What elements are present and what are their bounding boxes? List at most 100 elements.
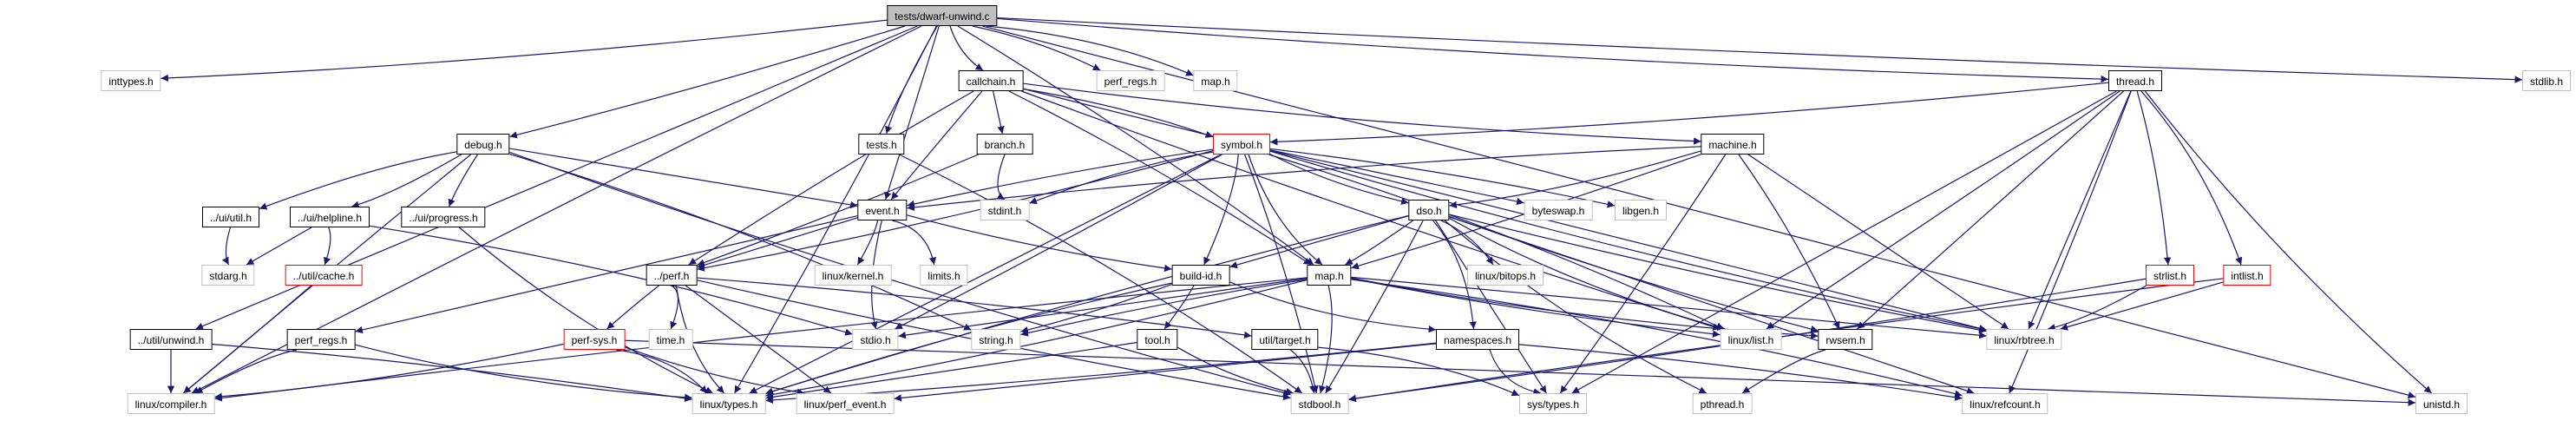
node-util-unwind[interactable]: ../util/unwind.h [129, 329, 213, 350]
node-ui-progress[interactable]: ../ui/progress.h [401, 207, 486, 227]
node-linux-rbtree[interactable]: linux/rbtree.h [1986, 329, 2062, 350]
edge-thread-to-systypes [1571, 90, 2117, 394]
edge-root-to-debug [509, 25, 906, 139]
edge-rwsem-to-pthread [1741, 349, 1826, 394]
edge-namespaces-to-types [765, 342, 1437, 404]
edge-symbol-to-perf [697, 150, 1214, 272]
node-perf[interactable]: ../perf.h [646, 265, 698, 286]
node-linux-compiler[interactable]: linux/compiler.h [127, 393, 215, 414]
node-callchain[interactable]: callchain.h [958, 70, 1024, 91]
node-tool[interactable]: tool.h [1137, 329, 1178, 350]
edge-thread-to-list [1766, 90, 2120, 330]
node-linux-list[interactable]: linux/list.h [1720, 329, 1782, 350]
edge-map2-to-rwsem [1351, 277, 1819, 339]
edge-namespaces-to-refcount [1518, 344, 1963, 401]
edge-intlist-to-rbtree [2060, 281, 2224, 331]
edge-root-to-inttypes [161, 19, 888, 82]
edge-perfsys-to-compiler [214, 343, 564, 400]
node-build-id[interactable]: build-id.h [1171, 265, 1230, 286]
edge-map2-to-list [1351, 278, 1721, 338]
node-strlist[interactable]: strlist.h [2145, 265, 2195, 286]
edge-callchain-to-perf [688, 90, 974, 266]
edge-buildid-to-namespaces [1229, 281, 1437, 333]
edge-dso-to-buildid [1229, 215, 1409, 269]
edge-symbol-to-stdint [1029, 151, 1214, 205]
edge-namespaces-to-perfevent [894, 343, 1437, 402]
edge-machine-to-rwsem [1738, 154, 1840, 330]
edge-perfregs2-to-compiler [194, 349, 298, 394]
node-unistd[interactable]: unistd.h [2415, 393, 2468, 414]
edge-buildid-to-string [1020, 283, 1172, 334]
edge-thread-to-rbtree [2028, 90, 2132, 330]
edge-callchain-to-symbol [1023, 88, 1214, 138]
edge-tool-to-types [765, 341, 1137, 401]
node-limits[interactable]: limits.h [920, 265, 968, 286]
edge-map2-to-rbtree [1351, 276, 1987, 339]
node-branch[interactable]: branch.h [976, 134, 1033, 155]
node-tests[interactable]: tests.h [858, 134, 905, 155]
node-perf-regs-lower[interactable]: perf_regs.h [286, 329, 356, 350]
edge-map2-to-types [765, 279, 1308, 398]
node-pthread[interactable]: pthread.h [1692, 393, 1753, 414]
node-map[interactable]: map.h [1307, 265, 1352, 286]
node-byteswap[interactable]: byteswap.h [1524, 200, 1593, 220]
node-machine[interactable]: machine.h [1701, 134, 1765, 155]
edge-machine-to-map2 [1351, 154, 1701, 270]
edge-debug-to-string [509, 154, 972, 331]
node-debug[interactable]: debug.h [456, 134, 510, 155]
edge-machine-to-event [907, 146, 1701, 212]
node-stdarg[interactable]: stdarg.h [201, 265, 255, 286]
edge-root-to-event [884, 25, 940, 201]
node-string[interactable]: string.h [971, 329, 1021, 350]
node-linux-refcount[interactable]: linux/refcount.h [1962, 393, 2048, 414]
edge-symbol-to-types [749, 154, 1222, 394]
node-rwsem[interactable]: rwsem.h [1818, 329, 1873, 350]
node-dso[interactable]: dso.h [1408, 200, 1450, 220]
node-symbol[interactable]: symbol.h [1212, 134, 1271, 155]
node-namespaces[interactable]: namespaces.h [1435, 329, 1520, 350]
node-time[interactable]: time.h [648, 329, 693, 350]
edge-callchain-to-event [890, 90, 983, 201]
node-event[interactable]: event.h [857, 200, 908, 220]
edge-symbol-to-buildid [1203, 154, 1239, 266]
edge-symbol-to-stdbool [1244, 154, 1319, 394]
edge-progress-to-types [458, 227, 713, 394]
node-linux-perf-event[interactable]: linux/perf_event.h [796, 393, 895, 414]
node-root[interactable]: tests/dwarf-unwind.c [887, 5, 998, 26]
node-stdbool[interactable]: stdbool.h [1290, 393, 1349, 414]
edge-root-to-map2 [957, 25, 1314, 266]
node-map-upper[interactable]: map.h [1193, 70, 1238, 91]
edge-thread-to-rwsem [1857, 90, 2124, 330]
node-intlist[interactable]: intlist.h [2223, 265, 2271, 286]
node-sys-types[interactable]: sys/types.h [1518, 393, 1588, 414]
node-util-cache[interactable]: ../util/cache.h [285, 265, 363, 286]
node-inttypes[interactable]: inttypes.h [101, 70, 161, 91]
edge-perfregs2-to-types [355, 344, 692, 401]
node-linux-types[interactable]: linux/types.h [692, 393, 766, 414]
edge-thread-to-symbol [1269, 82, 2109, 146]
edge-namespaces-to-systypes [1489, 349, 1542, 396]
node-stdint[interactable]: stdint.h [980, 200, 1030, 220]
edge-machine-to-rbtree [1747, 154, 2009, 330]
edge-symbol-to-event [907, 148, 1214, 208]
edge-branch-to-perf [697, 154, 979, 266]
node-thread[interactable]: thread.h [2107, 70, 2163, 91]
node-perf-regs-upper[interactable]: perf_regs.h [1096, 70, 1165, 91]
edge-uiutil-to-stdarg [221, 227, 232, 266]
node-ui-helpline[interactable]: ../ui/helpline.h [289, 207, 370, 227]
edge-machine-to-systypes [1559, 154, 1727, 394]
edge-unwind-to-types [212, 343, 692, 403]
node-libgen[interactable]: libgen.h [1614, 200, 1668, 220]
node-util-target[interactable]: util/target.h [1251, 329, 1319, 350]
node-perf-sys[interactable]: perf-sys.h [563, 329, 626, 350]
node-stdio[interactable]: stdio.h [852, 329, 899, 350]
edge-symbol-to-dso [1269, 154, 1409, 205]
edge-intlist-to-stdbool [1348, 278, 2224, 403]
edge-symbol-to-stdio [895, 154, 1222, 330]
edge-machine-to-dso [1449, 150, 1701, 209]
node-linux-kernel[interactable]: linux/kernel.h [814, 265, 892, 286]
edge-callchain-to-branch [993, 90, 1005, 135]
node-linux-bitops[interactable]: linux/bitops.h [1466, 265, 1544, 286]
node-stdlib[interactable]: stdlib.h [2521, 70, 2572, 91]
node-ui-util[interactable]: ../ui/util.h [201, 207, 260, 227]
